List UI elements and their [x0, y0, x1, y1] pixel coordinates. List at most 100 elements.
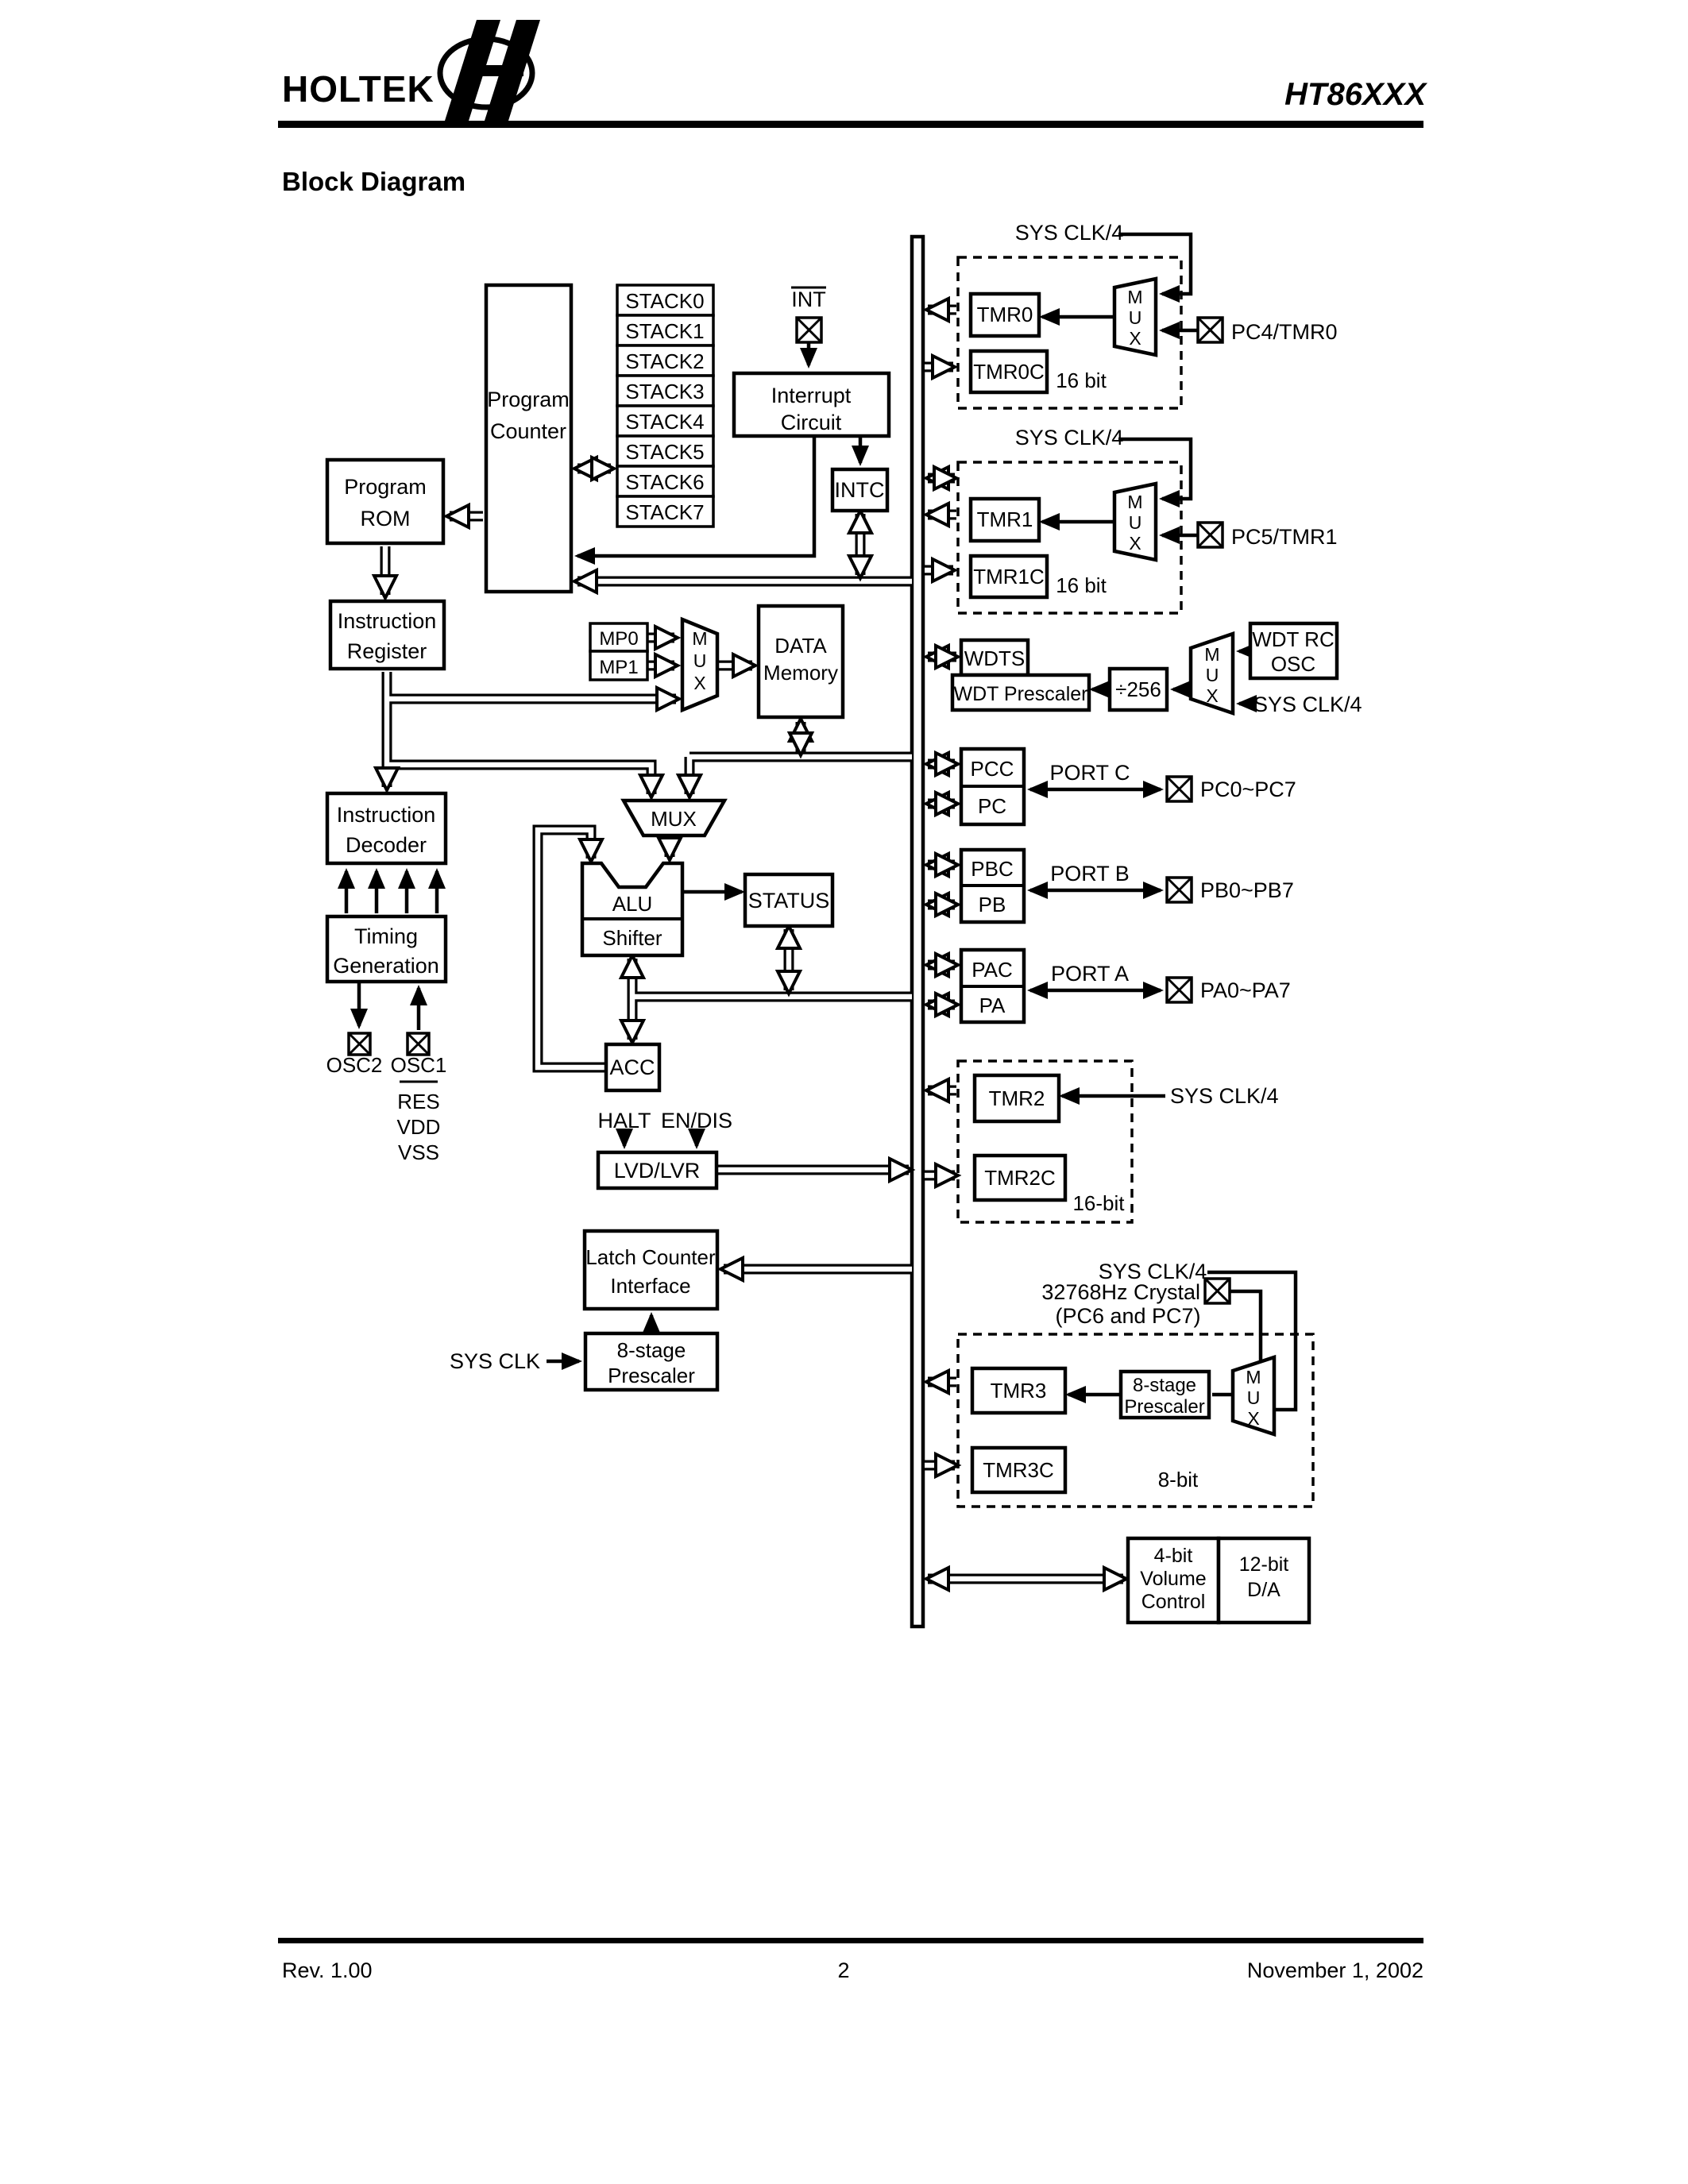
interrupt-circuit-label: Interrupt — [771, 384, 852, 407]
mux-label: MUX — [651, 807, 697, 831]
tmr0-label: TMR0 — [977, 303, 1033, 326]
data-memory-block: DATA Memory — [756, 604, 845, 720]
pc-range-label: PC0~PC7 — [1200, 778, 1296, 801]
prescaler-label: Prescaler — [608, 1364, 695, 1387]
mux-label: X — [693, 673, 705, 693]
holtek-logo-icon — [437, 20, 540, 121]
tmr1c-label: TMR1C — [973, 565, 1045, 588]
instruction-decoder-label: Instruction — [337, 803, 436, 827]
port-c-block: PCC PC PORT C PC0~PC7 — [959, 747, 1296, 827]
mux-label: M — [1127, 287, 1142, 307]
mux-label: U — [1206, 665, 1219, 685]
tmr1-mux — [1112, 481, 1158, 562]
int-pin: INT — [791, 286, 826, 344]
instruction-register-label: Instruction — [338, 609, 437, 633]
mp-registers-block: MP0 MP1 — [589, 622, 649, 681]
data-memory-label: DATA — [774, 634, 827, 658]
tmr2-group-box — [956, 1059, 1134, 1224]
port-c-label: PORT C — [1049, 761, 1130, 785]
stack-label: STACK1 — [625, 319, 704, 343]
pbc-label: PBC — [971, 857, 1013, 881]
volume-control-label: Control — [1141, 1591, 1206, 1613]
sys-clk4-label: SYS CLK/4 — [1015, 221, 1124, 245]
mp-mux: M U X — [680, 616, 720, 713]
prescaler-label: Prescaler — [1124, 1396, 1204, 1418]
sys-clk-label: SYS CLK — [450, 1349, 540, 1373]
tmr2c-label: TMR2C — [984, 1166, 1056, 1190]
div256-label: ÷256 — [1115, 677, 1161, 701]
acc-block: ACC — [604, 1042, 662, 1093]
wdt-group: WDTS WDT Prescaler ÷256 M U X WDT RC OSC… — [950, 621, 1362, 716]
footer-rule — [278, 1938, 1423, 1943]
en-dis-label: EN/DIS — [661, 1109, 732, 1133]
program-rom-block: Program ROM — [325, 457, 446, 546]
da-label: D/A — [1247, 1579, 1280, 1601]
pac-label: PAC — [971, 958, 1013, 982]
data-bus — [910, 234, 925, 1629]
wdt-rc-osc-label: OSC — [1271, 652, 1315, 676]
program-counter-label: Program — [487, 388, 570, 411]
vdd-label: VDD — [397, 1115, 441, 1139]
mux-label: U — [1129, 307, 1142, 328]
mux-label: U — [1129, 512, 1142, 533]
tmr0c-label: TMR0C — [973, 360, 1045, 384]
pa-label: PA — [979, 994, 1006, 1017]
port-c-pad-icon — [1165, 775, 1193, 803]
footer: Rev. 1.00 2 November 1, 2002 — [278, 1938, 1423, 1982]
stack-label: STACK6 — [625, 470, 704, 494]
tmr1-label: TMR1 — [977, 507, 1033, 531]
timing-generation-label: Generation — [333, 954, 439, 978]
stack-block: STACK0 STACK1 STACK2 STACK3 STACK4 STACK… — [616, 284, 715, 528]
res-label: RES — [397, 1090, 439, 1113]
shifter-label: Shifter — [602, 926, 662, 950]
footer-date: November 1, 2002 — [1247, 1958, 1423, 1982]
pc4-tmr0-pad-icon — [1196, 316, 1224, 344]
timing-generation-block: Timing Generation — [325, 914, 448, 984]
intc-label: INTC — [835, 478, 885, 502]
mux-label: M — [1204, 644, 1219, 665]
osc1-label: OSC1 — [391, 1053, 447, 1077]
program-counter-label: Counter — [490, 419, 566, 443]
page-title: Block Diagram — [282, 167, 465, 196]
tmr3-mux — [1230, 1354, 1277, 1437]
mux-label: M — [692, 628, 707, 649]
mux-label: U — [693, 650, 707, 671]
footer-page-number: 2 — [837, 1958, 849, 1982]
stack-label: STACK0 — [625, 289, 704, 313]
pc4-tmr0-label: PC4/TMR0 — [1231, 320, 1338, 344]
stack-label: STACK3 — [625, 380, 704, 403]
program-rom-label: Program — [344, 475, 427, 499]
volume-da-block: 4-bit Volume Control 12-bit D/A — [1126, 1536, 1311, 1625]
port-a-pad-icon — [1165, 976, 1193, 1004]
tmr0-group: SYS CLK/4 TMR0 TMR0C M U X 16 bit PC4/TM… — [968, 221, 1338, 395]
bit-width-label: 8-bit — [1158, 1468, 1199, 1491]
header: HOLTEK HT86XXX Block Diagram — [278, 20, 1427, 196]
tmr3-group-box — [956, 1333, 1315, 1508]
instruction-decoder-block: Instruction Decoder — [325, 791, 448, 866]
prescaler-label: 8-stage — [617, 1338, 686, 1362]
intc-block: INTC — [830, 467, 890, 513]
pc5-tmr1-pad-icon — [1196, 521, 1224, 549]
osc2-label: OSC2 — [326, 1053, 383, 1077]
stack-label: STACK5 — [625, 440, 704, 464]
wdt-rc-osc-label: WDT RC — [1252, 627, 1335, 651]
product-title: HT86XXX — [1284, 77, 1427, 112]
pa-range-label: PA0~PA7 — [1200, 978, 1291, 1002]
volume-control-label: 4-bit — [1154, 1545, 1193, 1567]
tmr3-label: TMR3 — [991, 1379, 1047, 1403]
crystal-label: 32768Hz Crystal — [1041, 1280, 1200, 1304]
bit-width-label: 16 bit — [1056, 369, 1107, 392]
stack-label: STACK7 — [625, 500, 704, 524]
mux-label: X — [1247, 1408, 1259, 1429]
halt-label: HALT — [597, 1109, 651, 1133]
int-pad-icon — [795, 316, 823, 344]
lvd-lvr-block: HALT EN/DIS LVD/LVR — [596, 1109, 732, 1190]
volume-control-label: Volume — [1140, 1568, 1206, 1590]
port-b-label: PORT B — [1050, 862, 1130, 886]
pb-label: PB — [979, 893, 1006, 916]
sys-prescaler-block: 8-stage Prescaler SYS CLK — [450, 1331, 720, 1392]
pc5-tmr1-label: PC5/TMR1 — [1231, 525, 1338, 549]
prescaler-label: 8-stage — [1133, 1375, 1196, 1396]
sys-clk4-label: SYS CLK/4 — [1253, 693, 1362, 716]
